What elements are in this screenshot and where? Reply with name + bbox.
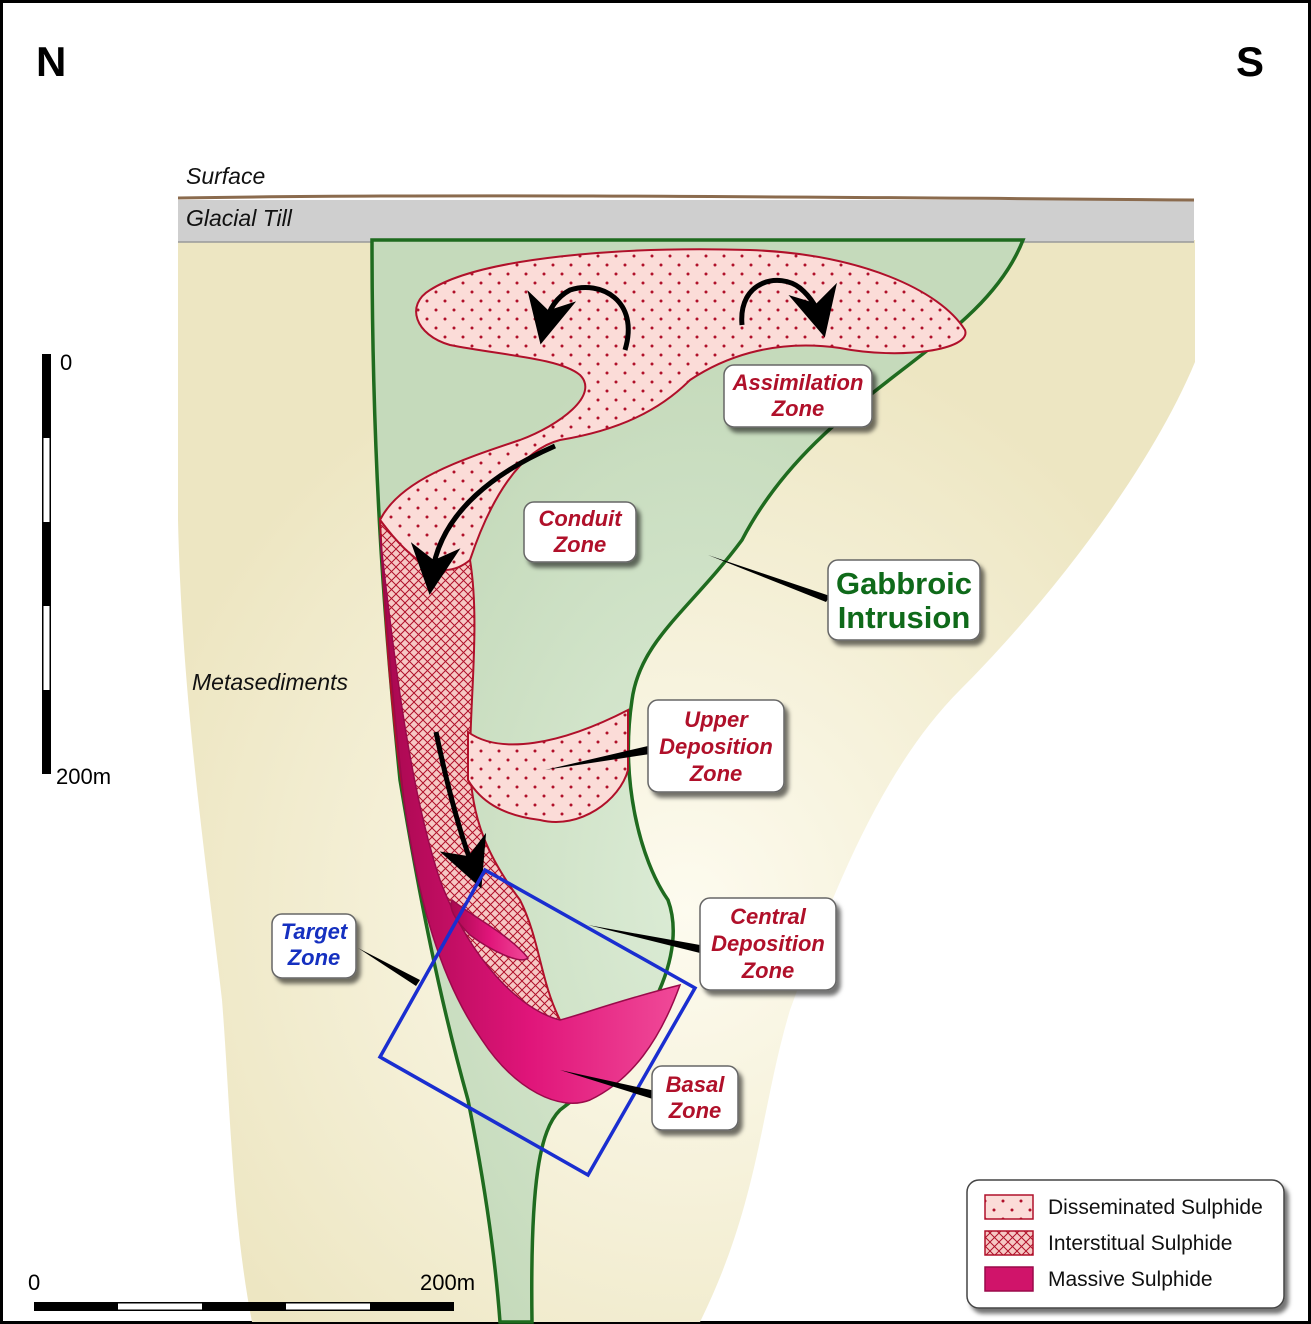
legend-label-massive: Massive Sulphide [1048,1268,1213,1291]
north-label: N [36,38,66,85]
surface-label: Surface [186,163,265,189]
legend-label-disseminated: Disseminated Sulphide [1048,1196,1263,1219]
central-line3: Zone [741,958,795,983]
assimilation-line2: Zone [771,396,825,421]
horizontal-scale-left: 0 [28,1270,40,1295]
gabbroic-line2: Intrusion [838,600,971,635]
glacial-till-band [178,200,1194,242]
basal-line1: Basal [666,1072,726,1097]
conduit-line1: Conduit [538,506,623,531]
central-line2: Deposition [711,931,825,956]
upper-line1: Upper [684,707,749,732]
legend-swatch-interstitial [985,1231,1033,1255]
target-line1: Target [281,919,349,944]
horizontal-scale-right: 200m [420,1270,475,1295]
assimilation-zone-callout: Assimilation Zone [724,365,872,427]
gabbroic-intrusion-callout: Gabbroic Intrusion [828,560,980,640]
target-zone-callout: Target Zone [272,914,356,978]
legend: Disseminated Sulphide Interstitual Sulph… [967,1180,1284,1308]
assimilation-line1: Assimilation [732,370,864,395]
legend-swatch-disseminated [985,1195,1033,1219]
basal-line2: Zone [668,1098,722,1123]
upper-deposition-callout: Upper Deposition Zone [648,700,784,792]
metasediments-label: Metasediments [192,669,348,695]
gabbroic-line1: Gabbroic [836,566,972,601]
basal-zone-callout: Basal Zone [652,1066,738,1130]
vertical-scale-bottom: 200m [56,764,111,789]
south-label: S [1236,38,1264,85]
central-deposition-callout: Central Deposition Zone [700,898,836,990]
central-line1: Central [730,904,807,929]
glacial-till-label: Glacial Till [186,205,293,231]
legend-label-interstitial: Interstitual Sulphide [1048,1232,1232,1255]
legend-swatch-massive [985,1267,1033,1291]
vertical-scale-top: 0 [60,350,72,375]
upper-line2: Deposition [659,734,773,759]
target-line2: Zone [287,945,341,970]
conduit-zone-callout: Conduit Zone [524,502,636,562]
upper-line3: Zone [689,761,743,786]
conduit-line2: Zone [553,532,607,557]
